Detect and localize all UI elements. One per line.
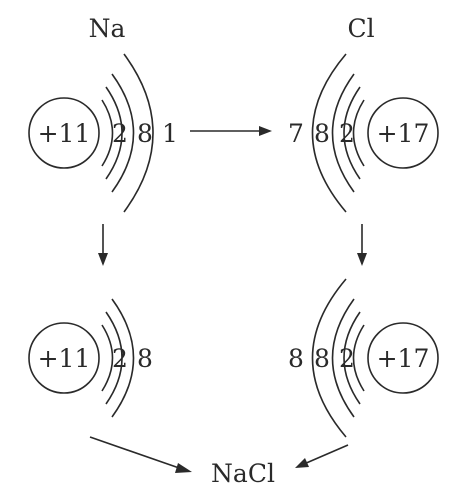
na-ion-shell-2: 8 — [137, 344, 153, 373]
cl-ion: +17 8 8 2 — [288, 278, 439, 438]
na-atom-nucleus — [28, 97, 100, 169]
na-atom-shell-2: 8 — [137, 119, 153, 148]
cl-down-arrow — [357, 224, 367, 266]
cl-ion-shell-arc-1 — [352, 324, 365, 392]
cl-ion-shell-3: 2 — [339, 344, 355, 373]
cl-atom-shell-3: 2 — [339, 119, 355, 148]
na-atom-symbol: Na — [89, 14, 126, 43]
cl-ion-shell-1: 8 — [288, 344, 304, 373]
na-ion-shell-arc-1 — [101, 324, 114, 392]
na-ion-nucleus — [28, 322, 100, 394]
cl-to-product-arrow — [295, 444, 349, 468]
na-to-product-arrow — [89, 436, 192, 473]
cl-atom: Cl +17 7 8 2 — [288, 14, 439, 213]
cl-atom-shell-arc-3 — [331, 73, 355, 193]
na-atom-shell-arc-1 — [101, 99, 114, 167]
product-label: NaCl — [211, 459, 275, 488]
cl-atom-shell-arc-4 — [311, 53, 347, 213]
na-atom-nucleus-charge: +11 — [38, 119, 91, 148]
na-ion-shell-arc-3 — [111, 298, 135, 418]
na-atom-shell-1: 2 — [112, 119, 128, 148]
cl-ion-shell-arc-3 — [331, 298, 355, 418]
na-atom-shell-arc-4 — [123, 53, 154, 213]
cl-atom-shell-1: 7 — [288, 119, 304, 148]
na-ion-nucleus-charge: +11 — [38, 344, 91, 373]
na-atom: Na +11 2 8 1 — [28, 14, 178, 213]
na-ion: +11 2 8 — [28, 298, 153, 418]
cl-atom-symbol: Cl — [347, 14, 374, 43]
cl-ion-shell-2: 8 — [314, 344, 330, 373]
na-down-arrow — [98, 224, 108, 266]
na-atom-shell-3: 1 — [162, 119, 178, 148]
na-atom-shell-arc-2 — [105, 86, 123, 180]
cl-atom-shell-arc-2 — [343, 86, 361, 180]
cl-ion-shell-arc-4 — [311, 278, 347, 438]
cl-ion-nucleus-charge: +17 — [377, 344, 430, 373]
cl-ion-nucleus — [367, 322, 439, 394]
cl-atom-nucleus — [367, 97, 439, 169]
cl-atom-nucleus-charge: +17 — [377, 119, 430, 148]
na-ion-shell-arc-2 — [105, 311, 123, 405]
electron-transfer-arrow — [190, 126, 272, 136]
na-atom-shell-arc-3 — [111, 73, 135, 193]
cl-atom-shell-2: 8 — [314, 119, 330, 148]
na-ion-shell-1: 2 — [112, 344, 128, 373]
cl-ion-shell-arc-2 — [343, 311, 361, 405]
cl-atom-shell-arc-1 — [352, 99, 365, 167]
